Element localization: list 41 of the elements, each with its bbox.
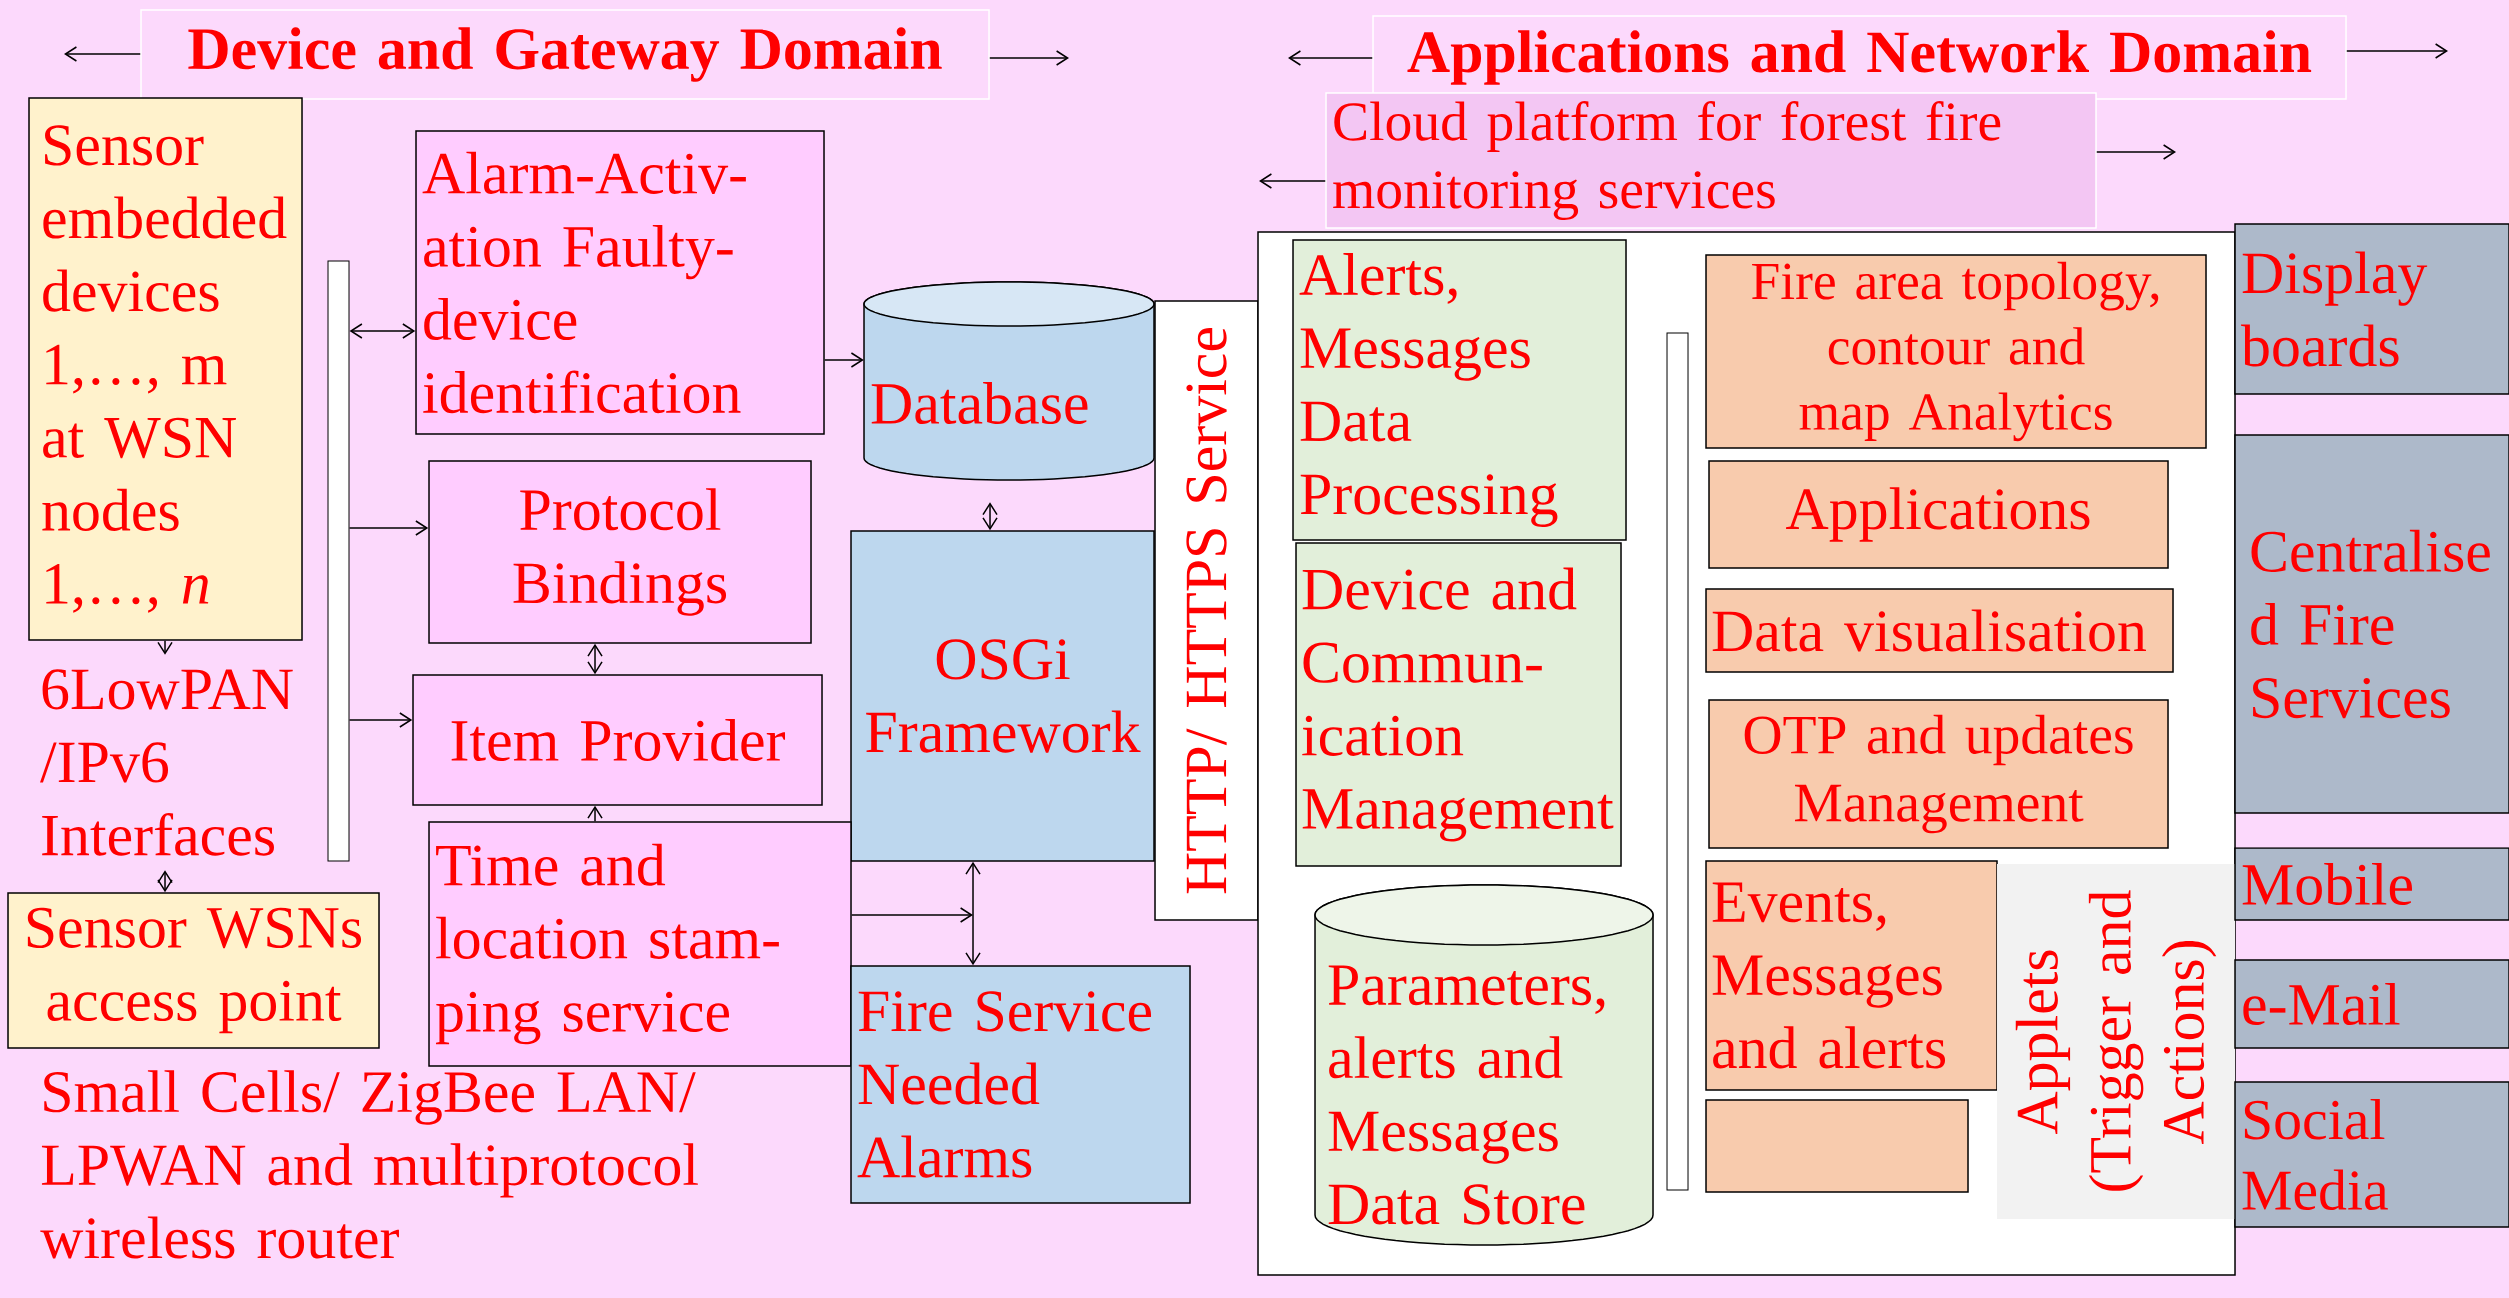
service-band: HTTP/ HTTPS Service <box>1154 300 1259 921</box>
arrow <box>157 870 173 893</box>
heading-box: Device and Gateway Domain <box>140 9 990 100</box>
device-box: Sensor embedded devices 1,…, m at WSN nodes 1,…, n <box>28 97 303 641</box>
heading-box: Applications and Network Domain <box>1372 15 2347 100</box>
arrow <box>348 520 429 536</box>
process-box: Item Provider <box>412 674 823 806</box>
arrow <box>982 502 998 531</box>
database-cylinder: Database <box>863 281 1155 481</box>
alarm-box: Fire Service Needed Alarms <box>850 965 1191 1204</box>
platform-box: Cloud platform for forest fire monitoring services <box>1325 92 2097 229</box>
bus-bar <box>327 260 350 862</box>
management-box: Device and Commun- ication Management <box>1295 542 1622 867</box>
arrow <box>965 861 981 966</box>
analytics-box: Fire area topology, contour and map Analytics <box>1705 254 2207 449</box>
application-box: OTP and updates Management <box>1708 699 2169 849</box>
access-point-box: Sensor WSNs access point <box>7 892 380 1049</box>
applets-band: Applets (Trigger and Actions) <box>1997 864 2235 1219</box>
output-box: Centralise d Fire Services <box>2234 434 2509 814</box>
arrow <box>349 323 416 339</box>
output-box: Display boards <box>2234 223 2509 395</box>
network-label: Small Cells/ ZigBee LAN/ LPWAN and multiprotocol wireless router <box>40 1070 698 1259</box>
arrow <box>587 643 603 675</box>
application-box: Events, Messages and alerts <box>1705 860 1998 1091</box>
framework-box: OSGi Framework <box>850 530 1155 862</box>
arrow <box>851 907 973 923</box>
bus-bar <box>1666 332 1689 1191</box>
process-box: Time and location stam- ping service <box>428 821 852 1067</box>
arrow <box>824 352 864 368</box>
interface-text: 6LowPAN /IPv6 Interfaces <box>40 669 293 856</box>
application-box: Data visualisation <box>1705 588 2174 673</box>
application-box: Applications <box>1708 460 2169 569</box>
output-box: e-Mail <box>2234 959 2509 1049</box>
process-box: Alarm-Activ- ation Faulty- device identification <box>415 130 825 435</box>
output-box: Mobile <box>2234 847 2509 921</box>
process-box: Protocol Bindings <box>428 460 812 644</box>
service-box <box>1705 1099 1969 1193</box>
arrow <box>348 712 413 728</box>
output-box: Social Media <box>2234 1081 2509 1228</box>
processing-box: Alerts, Messages Data Processing <box>1292 239 1627 541</box>
data-store-cylinder: Parameters, alerts and Messages Data Store <box>1314 884 1654 1246</box>
